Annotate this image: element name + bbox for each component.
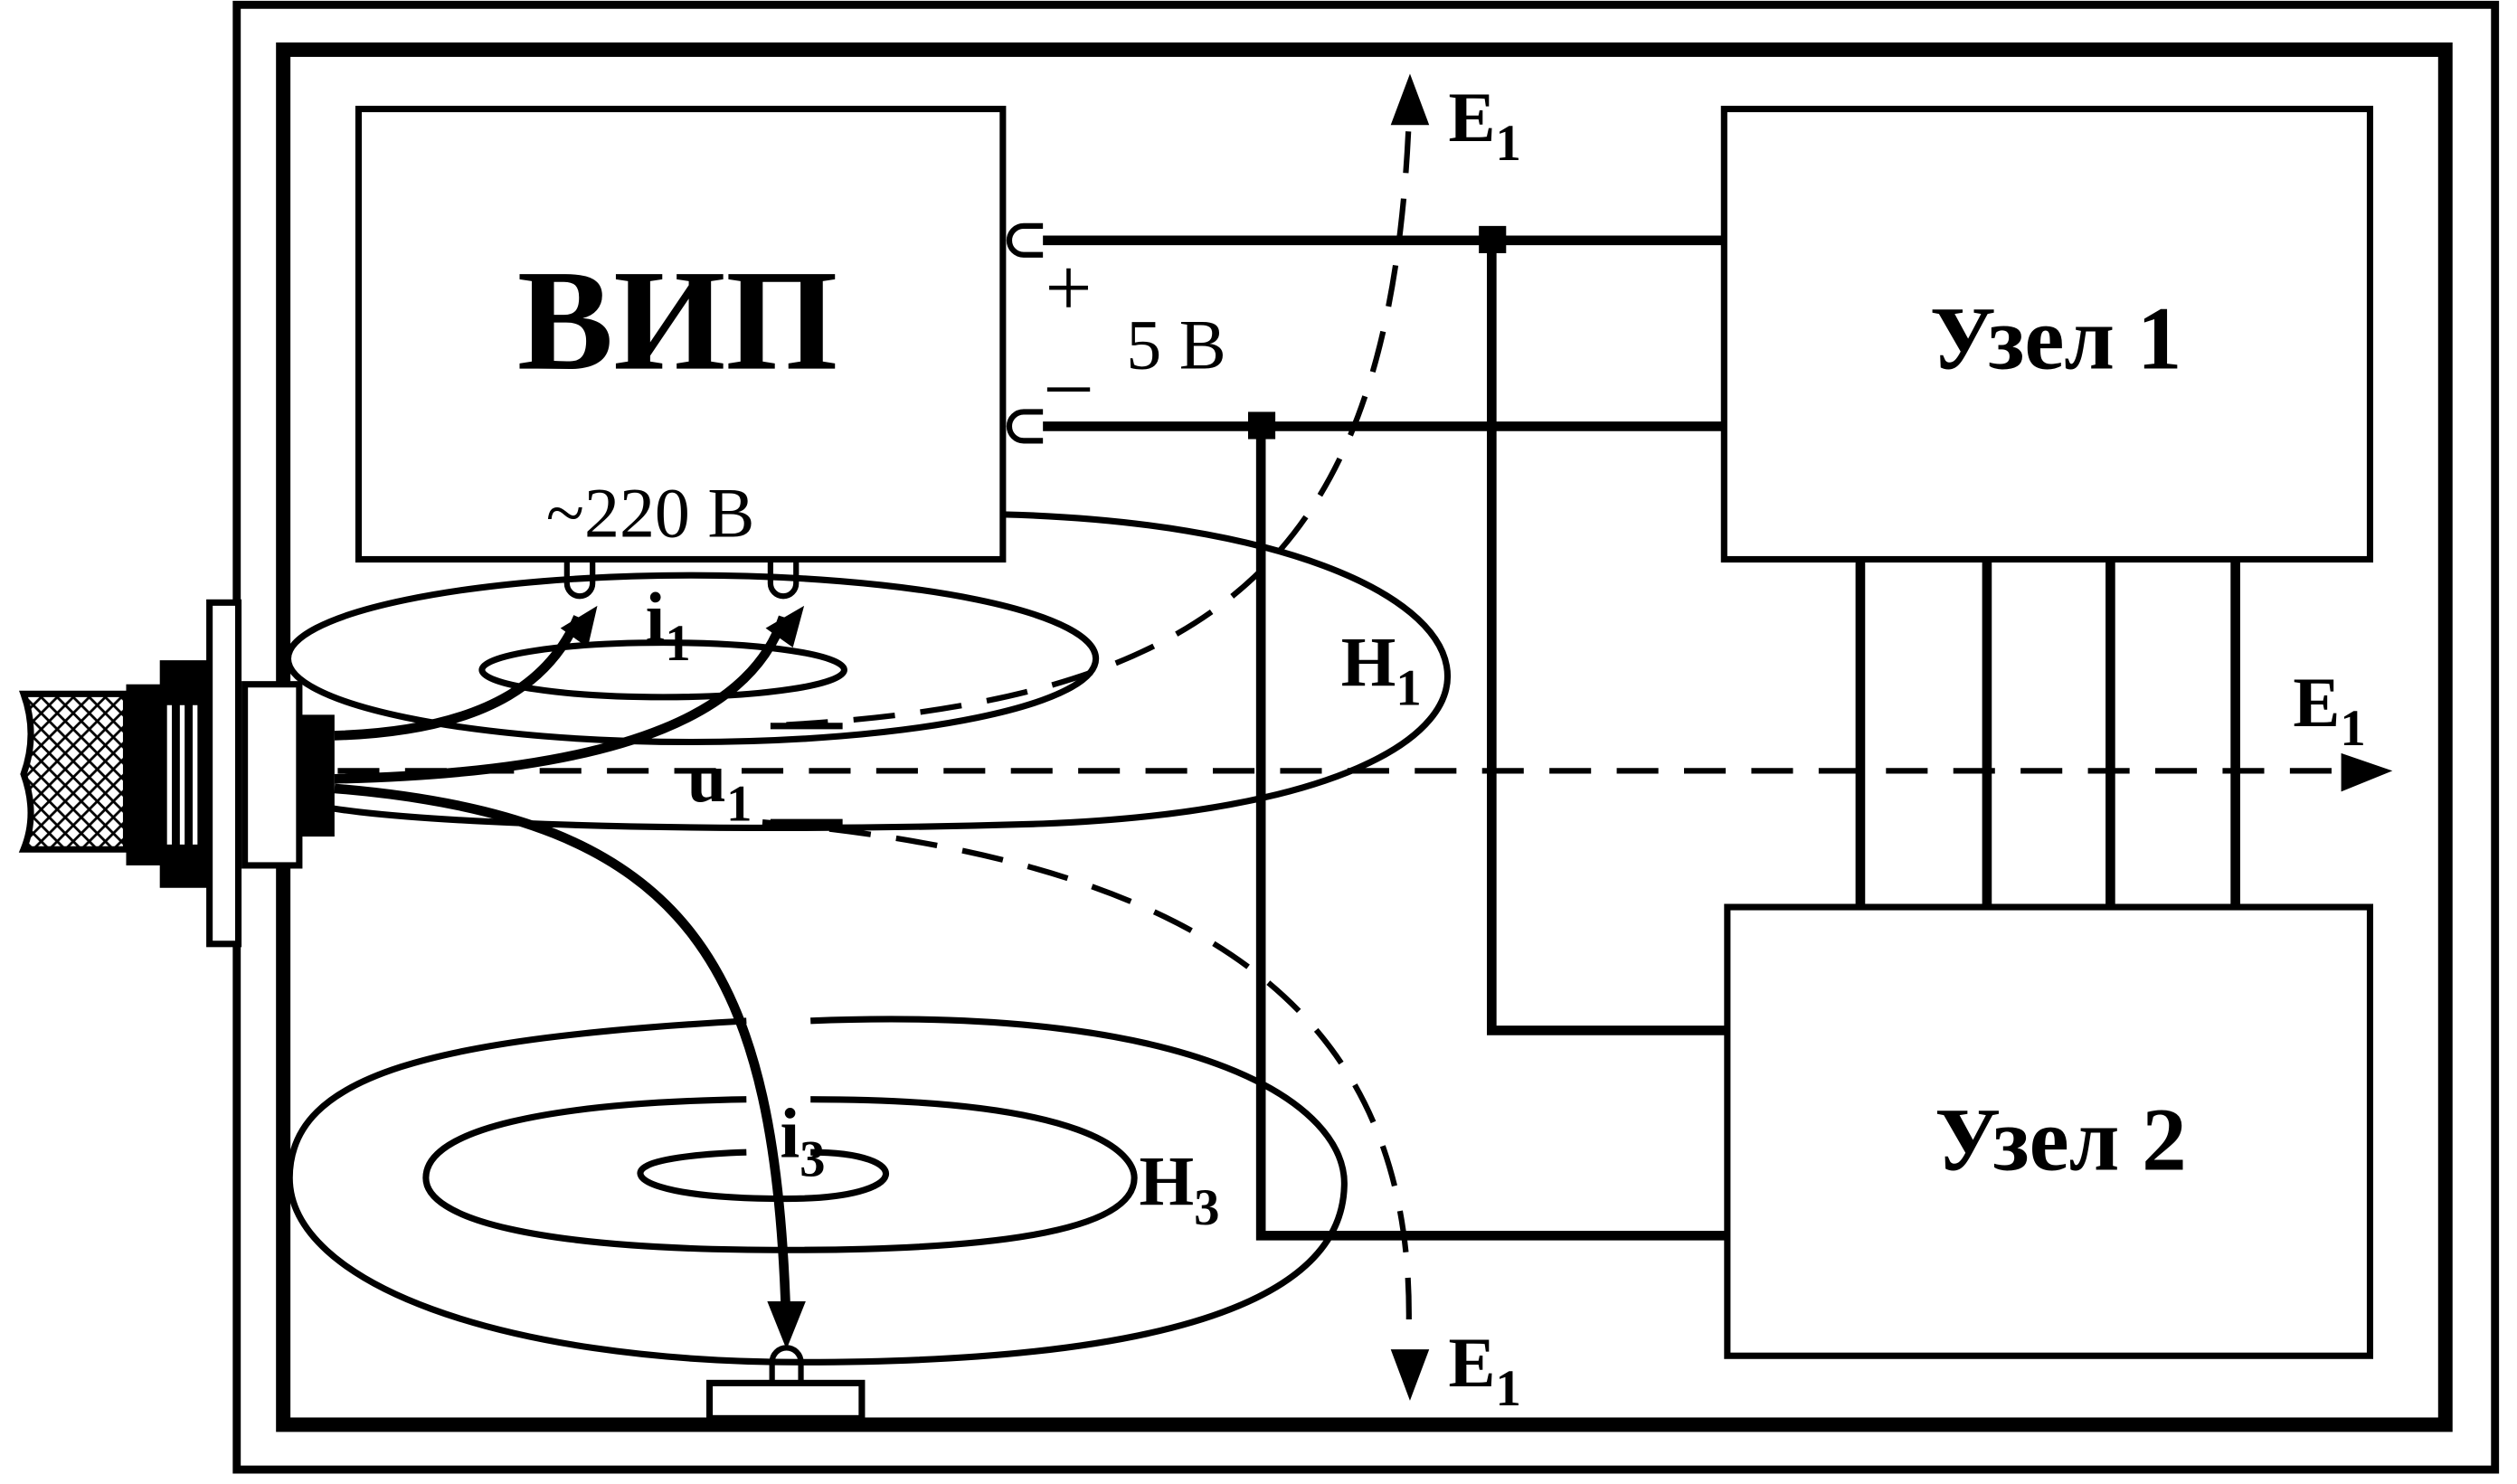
i1-label: i1 (646, 579, 691, 672)
minus-sign: – (1046, 335, 1090, 427)
ac-input-terminals (563, 559, 800, 600)
u1-label: u1 (687, 739, 752, 832)
shielded-cable (18, 690, 130, 853)
input-connector (126, 599, 335, 948)
power-wiring (1043, 235, 1727, 1241)
ground-pad (705, 1379, 866, 1422)
node2-block (1724, 903, 2374, 1359)
vip-block (355, 105, 1007, 563)
field-arrowheads (1390, 73, 2393, 1401)
h3-label: H3 (1139, 1143, 1219, 1236)
node2-label: Узел 2 (1935, 1092, 2187, 1190)
v220-label: ~220 В (546, 475, 755, 553)
field-h1-loops (284, 511, 1452, 831)
v5-label: 5 В (1126, 307, 1225, 384)
current-paths (334, 615, 791, 1337)
ground-terminal (769, 1345, 804, 1384)
vip-label: ВИП (517, 241, 837, 401)
junction-top (1479, 225, 1507, 253)
e1-bottom-label: E1 (1448, 1324, 1520, 1417)
e1-right-label: E1 (2293, 664, 2365, 757)
plus-sign: + (1046, 241, 1093, 334)
e1-top-label: E1 (1448, 79, 1520, 172)
vip-output-terminals (1006, 222, 1044, 444)
data-bus (1855, 559, 2240, 908)
junction-bottom (1247, 411, 1276, 440)
i3-label: i3 (781, 1094, 826, 1187)
node1-label: Узел 1 (1930, 290, 2182, 389)
node1-block (1720, 105, 2374, 563)
current-arrowheads (560, 605, 806, 1350)
field-e1-lines (337, 131, 2342, 1344)
h1-label: H1 (1341, 623, 1422, 716)
u1-markers (770, 723, 843, 826)
